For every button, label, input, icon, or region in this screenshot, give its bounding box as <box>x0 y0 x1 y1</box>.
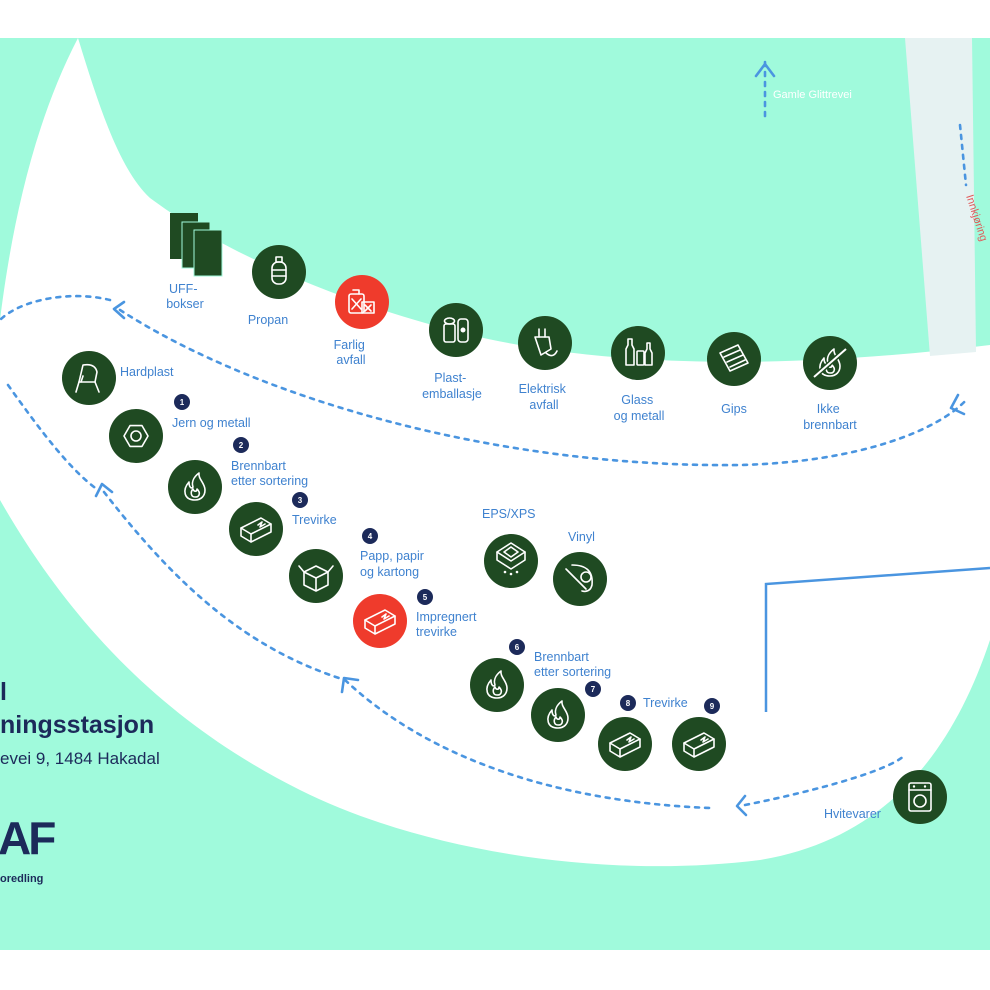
label-hardplast: Hardplast <box>120 365 174 379</box>
label-uff: UFF- bokser <box>166 282 204 311</box>
address: evei 9, 1484 Hakadal <box>0 749 160 768</box>
label-brennbart-1: Brennbart etter sortering <box>231 459 308 488</box>
label-glass: Glass og metall <box>614 393 665 423</box>
svg-text:8: 8 <box>626 699 631 708</box>
badge-9: 9 <box>704 698 720 714</box>
station-papp <box>289 549 343 603</box>
station-brennbart-3 <box>531 688 585 742</box>
svg-text:1: 1 <box>180 398 185 407</box>
station-vinyl <box>553 552 607 606</box>
label-trevirke-1: Trevirke <box>292 513 337 527</box>
station-trevirke-1 <box>229 502 283 556</box>
svg-text:2: 2 <box>239 441 244 450</box>
station-brennbart-2 <box>470 658 524 712</box>
label-impregnert: Impregnert trevirke <box>416 610 480 639</box>
uff-boxes-icon <box>170 213 223 277</box>
entry-road <box>905 38 976 356</box>
station-trevirke-2 <box>598 717 652 771</box>
station-eps <box>484 534 538 588</box>
traffic-route <box>0 60 970 810</box>
title-line-1: l <box>0 678 7 706</box>
label-hvitevarer: Hvitevarer <box>824 807 881 821</box>
station-propan <box>252 245 306 299</box>
road-label-gamle: Gamle Glittrevei <box>773 89 852 101</box>
page-title: ningsstasjon <box>0 711 154 739</box>
station-hvitevarer <box>893 770 947 824</box>
label-jern: Jern og metall <box>172 416 251 430</box>
badge-7: 7 <box>585 681 601 697</box>
label-gips: Gips <box>721 402 747 416</box>
label-trevirke-2: Trevirke <box>643 696 688 710</box>
svg-text:7: 7 <box>591 685 596 694</box>
building-outline <box>764 566 990 712</box>
svg-text:4: 4 <box>368 532 373 541</box>
station-plast <box>429 303 483 357</box>
badge-4: 4 <box>362 528 378 544</box>
station-glass <box>611 326 665 380</box>
svg-text:9: 9 <box>710 702 715 711</box>
label-brennbart-2: Brennbart etter sortering <box>534 650 611 679</box>
route-arrows <box>94 62 966 817</box>
label-farlig: Farlig avfall <box>334 338 369 367</box>
label-ikke: Ikke brennbart <box>803 402 857 432</box>
label-papp: Papp, papir og kartong <box>360 549 427 579</box>
badge-8: 8 <box>620 695 636 711</box>
station-hardplast <box>62 351 116 405</box>
station-farlig-avfall <box>335 275 389 329</box>
svg-text:6: 6 <box>515 643 520 652</box>
station-elektrisk <box>518 316 572 370</box>
svg-text:3: 3 <box>298 496 303 505</box>
station-jern <box>109 409 163 463</box>
badge-3: 3 <box>292 492 308 508</box>
label-vinyl: Vinyl <box>568 530 595 544</box>
station-brennbart-1 <box>168 460 222 514</box>
svg-text:5: 5 <box>423 593 428 602</box>
driveway-area <box>0 38 990 867</box>
badge-1: 1 <box>174 394 190 410</box>
logo-mark: AF <box>0 812 55 864</box>
label-eps: EPS/XPS <box>482 507 536 521</box>
station-gips <box>707 332 761 386</box>
label-plast: Plast- emballasje <box>422 371 482 401</box>
logo-tagline: oredling <box>0 873 43 885</box>
badge-6: 6 <box>509 639 525 655</box>
station-trevirke-3 <box>672 717 726 771</box>
badge-2: 2 <box>233 437 249 453</box>
badge-5: 5 <box>417 589 433 605</box>
label-propan: Propan <box>248 313 288 327</box>
station-impregnert <box>353 594 407 648</box>
label-elektrisk: Elektrisk avfall <box>519 382 570 412</box>
station-ikke-brennbart <box>803 336 857 390</box>
